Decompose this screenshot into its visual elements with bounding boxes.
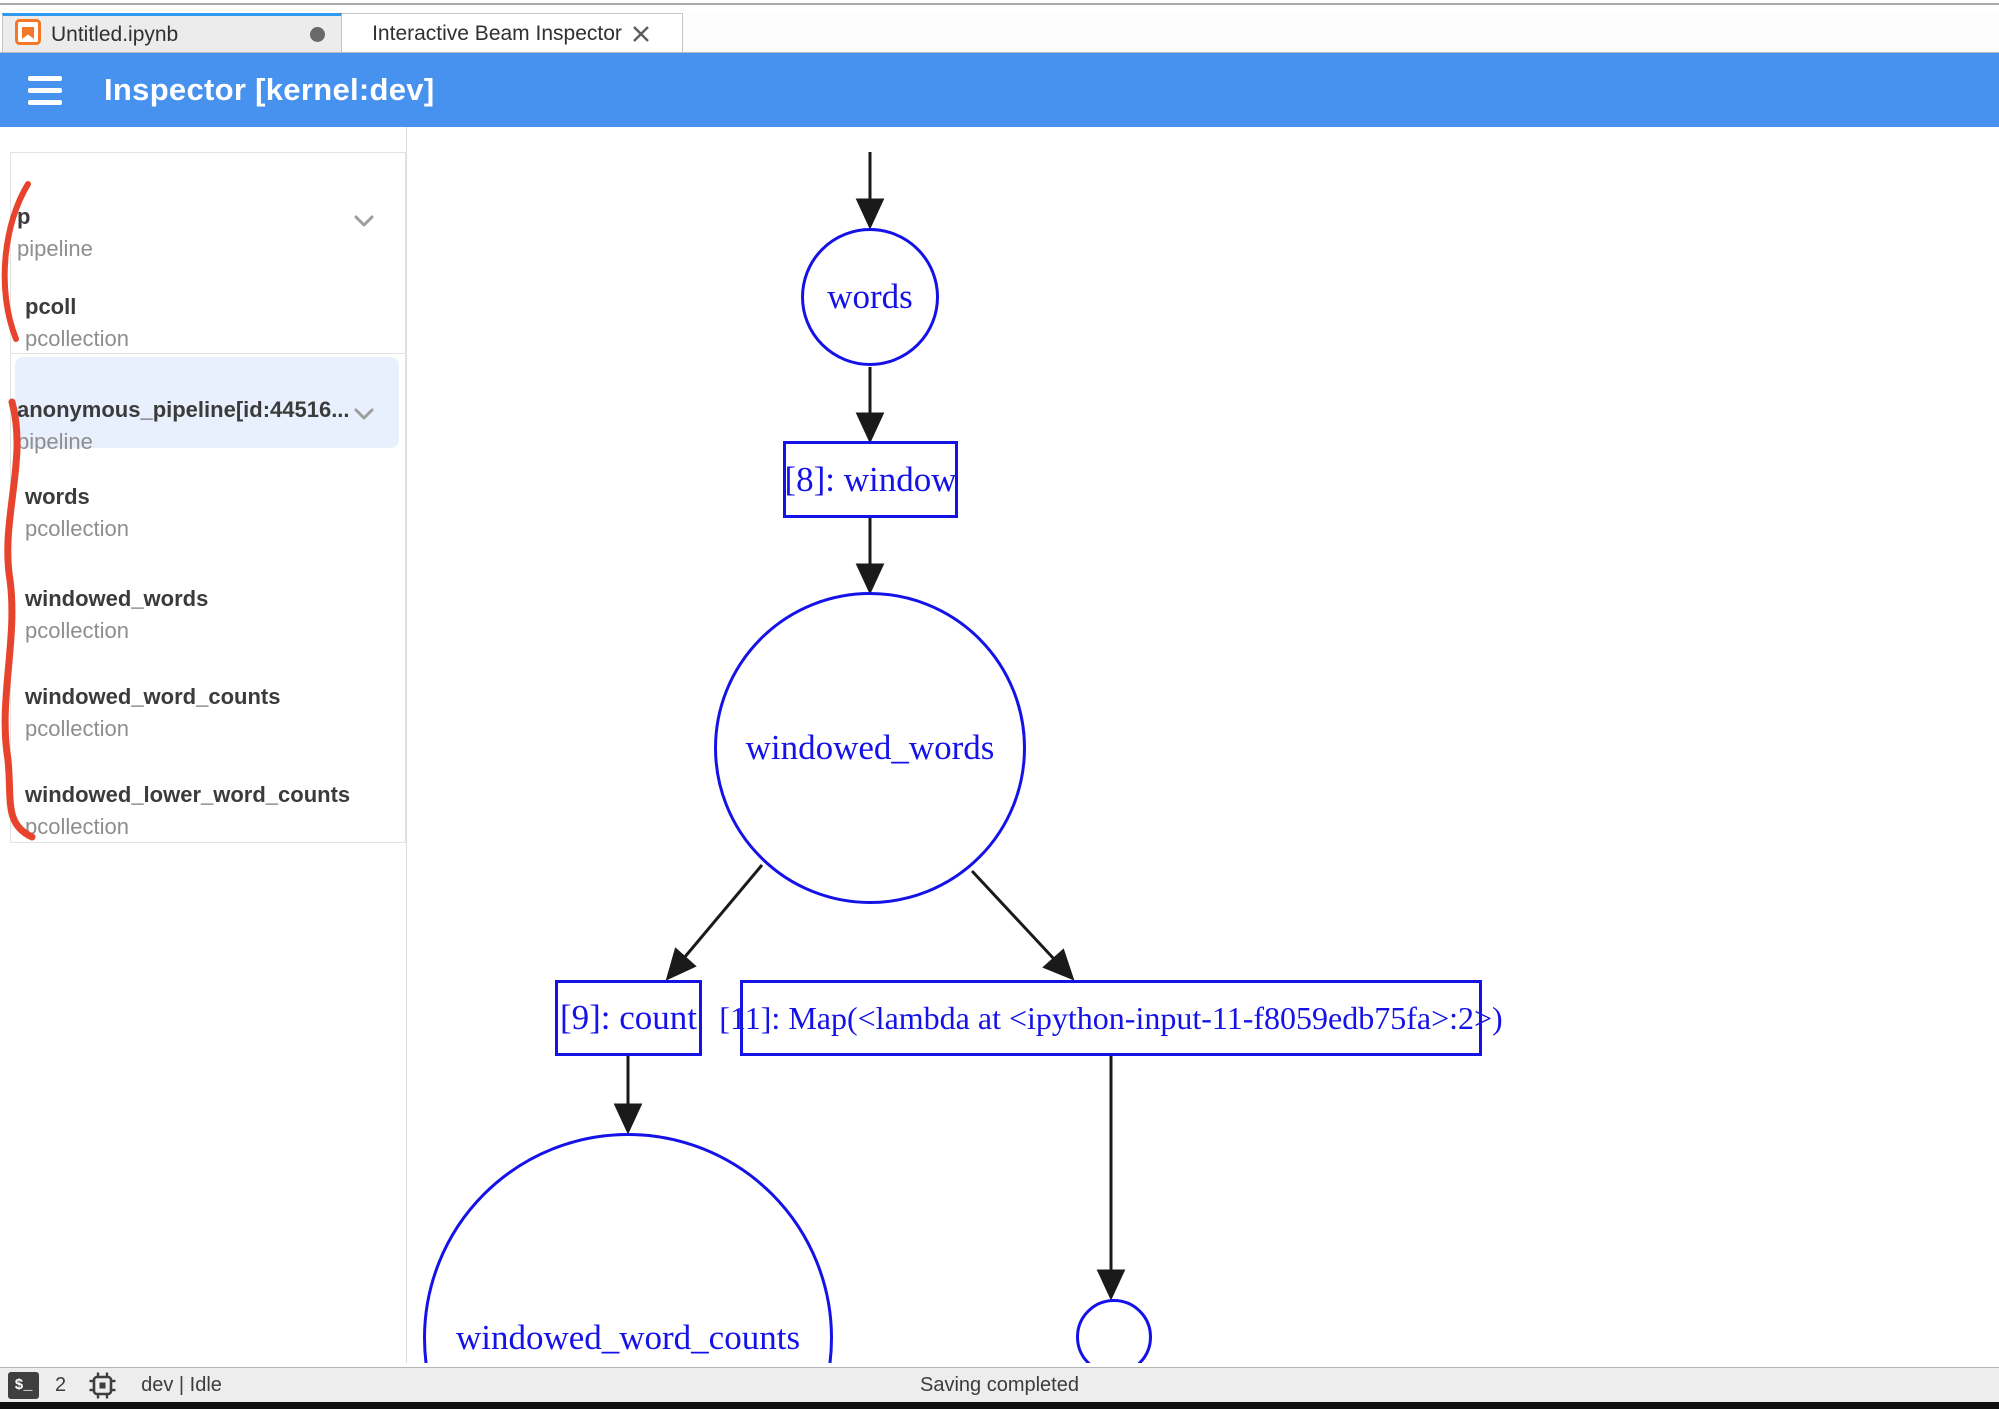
sidebar-item-type: pipeline <box>17 236 93 261</box>
close-icon[interactable] <box>630 23 652 45</box>
tab-interactive-beam-inspector[interactable]: Interactive Beam Inspector <box>342 13 683 53</box>
sidebar-divider <box>11 353 405 354</box>
graph-node-window-transform[interactable]: [8]: window <box>783 441 958 518</box>
unsaved-changes-dot <box>310 27 325 42</box>
selected-item-highlight <box>15 357 399 448</box>
sidebar-item-type: pcollection <box>25 326 129 351</box>
inspector-toolbar: Inspector [kernel:dev] <box>0 53 1999 127</box>
graph-node-map-transform[interactable]: [11]: Map(<lambda at <ipython-input-11-f… <box>719 980 1503 1056</box>
sidebar-item-anonymous-pipeline[interactable]: anonymous_pipeline[id:44516... <box>17 397 350 422</box>
inspector-title: Inspector [kernel:dev] <box>104 72 435 107</box>
graph-node-words[interactable]: words <box>801 228 939 366</box>
sidebar-item-type: pcollection <box>25 814 129 839</box>
graph-node-windowed-word-counts[interactable]: windowed_word_counts <box>423 1133 833 1363</box>
tab-untitled-notebook[interactable]: Untitled.ipynb <box>2 13 342 53</box>
kernel-status[interactable]: dev | Idle <box>141 1373 222 1396</box>
tab-title: Interactive Beam Inspector <box>372 21 622 45</box>
pipeline-list-card: p pipeline pcoll pcollection anonymous_p… <box>10 152 406 843</box>
pipeline-sidebar: p pipeline pcoll pcollection anonymous_p… <box>0 127 407 1363</box>
sidebar-item-pcoll[interactable]: pcoll <box>25 294 77 319</box>
sidebar-item-type: pcollection <box>25 618 129 643</box>
sidebar-item-type: pipeline <box>17 429 93 454</box>
bottom-black-strip <box>0 1402 1999 1409</box>
chevron-down-icon[interactable] <box>351 401 377 427</box>
menu-icon[interactable] <box>28 75 62 105</box>
tab-title: Untitled.ipynb <box>51 22 179 46</box>
notebook-icon <box>15 18 41 51</box>
window-top-strip <box>0 0 1999 13</box>
graph-node-count-transform[interactable]: [9]: count <box>555 980 702 1056</box>
terminal-icon[interactable]: $_ <box>8 1371 39 1399</box>
top-hairline <box>0 3 1999 5</box>
chevron-down-icon[interactable] <box>351 208 377 234</box>
status-message: Saving completed <box>920 1374 1079 1396</box>
sidebar-item-windowed-lower-word-counts[interactable]: windowed_lower_word_counts <box>25 782 351 807</box>
sidebar-item-type: pcollection <box>25 716 129 741</box>
tabbar-bottom-border <box>0 52 1999 53</box>
sidebar-item-windowed-words[interactable]: windowed_words <box>25 586 209 611</box>
terminal-count[interactable]: 2 <box>55 1373 67 1396</box>
graph-node-windowed-words[interactable]: windowed_words <box>714 592 1026 904</box>
kernel-chip-icon[interactable] <box>88 1371 117 1400</box>
dock-tab-bar: Untitled.ipynb Interactive Beam Inspecto… <box>0 13 1999 53</box>
sidebar-item-words[interactable]: words <box>25 484 90 509</box>
graph-node-unnamed-pcollection[interactable] <box>1076 1299 1152 1363</box>
sidebar-item-windowed-word-counts[interactable]: windowed_word_counts <box>25 684 281 709</box>
sidebar-item-p[interactable]: p <box>17 204 31 229</box>
sidebar-item-type: pcollection <box>25 516 129 541</box>
status-bar: $_ 2 dev | Idle Saving completed <box>0 1367 1999 1402</box>
inspector-content: p pipeline pcoll pcollection anonymous_p… <box>0 127 1999 1363</box>
